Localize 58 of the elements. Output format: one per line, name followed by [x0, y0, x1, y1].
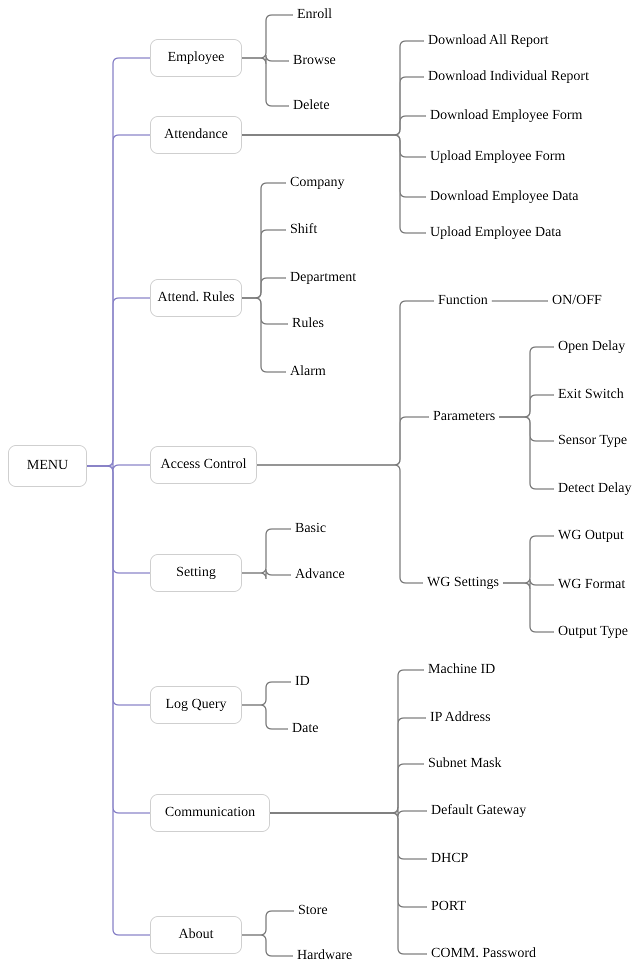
- category-box: Attendance: [150, 116, 242, 154]
- menu-item-text: Function: [438, 292, 488, 310]
- menu-item-text: Sensor Type: [558, 432, 628, 450]
- root-box: MENU: [8, 445, 87, 487]
- menu-item-text: Upload Employee Data: [430, 224, 562, 242]
- menu-item-text: Store: [298, 902, 328, 920]
- menu-item-text: Download All Report: [428, 32, 549, 50]
- menu-item-text: Alarm: [290, 363, 326, 381]
- menu-item-text: Enroll: [297, 6, 332, 24]
- menu-item-text: Subnet Mask: [428, 755, 502, 773]
- category-box: Setting: [150, 554, 242, 592]
- menu-item-text: ON/OFF: [552, 292, 602, 310]
- connector-line: [257, 464, 423, 584]
- menu-item-text: Default Gateway: [431, 802, 526, 820]
- menu-item-text: Delete: [293, 97, 330, 115]
- connector-line: [492, 300, 548, 302]
- menu-item-text: Parameters: [433, 408, 496, 426]
- connector-line: [502, 582, 554, 633]
- menu-item-text: Download Individual Report: [428, 68, 589, 86]
- menu-item-text: Company: [290, 174, 344, 192]
- menu-item-text: Advance: [295, 566, 345, 584]
- menu-item-text: Download Employee Form: [430, 107, 582, 125]
- menu-item-text: PORT: [431, 898, 466, 916]
- category-box: Employee: [150, 39, 242, 77]
- connector-line: [242, 134, 426, 234]
- menu-item-text: Upload Employee Form: [430, 148, 566, 166]
- connector-line: [270, 812, 427, 955]
- category-box: Attend. Rules: [150, 279, 242, 317]
- menu-item-text: Machine ID: [428, 661, 496, 679]
- menu-item-text: Detect Delay: [558, 480, 632, 498]
- menu-item-text: Shift: [290, 221, 318, 239]
- connector-line: [499, 416, 554, 490]
- category-box: Log Query: [150, 686, 242, 724]
- menu-item-text: Department: [290, 269, 356, 287]
- menu-item-text: WG Format: [558, 576, 626, 594]
- menu-item-text: Download Employee Data: [430, 188, 579, 206]
- menu-item-text: IP Address: [430, 709, 491, 727]
- menu-item-text: WG Settings: [427, 574, 499, 592]
- menu-item-text: Output Type: [558, 623, 628, 641]
- menu-item-text: Date: [292, 720, 318, 738]
- menu-item-text: Open Delay: [558, 338, 626, 356]
- menu-item-text: Rules: [292, 315, 324, 333]
- menu-item-text: Hardware: [297, 947, 352, 965]
- menu-item-text: Basic: [295, 520, 326, 538]
- menu-item-text: WG Output: [558, 527, 624, 545]
- menu-item-text: ID: [295, 673, 310, 691]
- menu-item-text: Exit Switch: [558, 386, 624, 404]
- menu-item-text: Browse: [293, 52, 336, 70]
- connector-line: [242, 934, 293, 957]
- connector-line: [242, 297, 286, 373]
- connector-line: [242, 704, 288, 730]
- category-box: Communication: [150, 794, 270, 832]
- connector-line: [242, 57, 289, 107]
- category-box: Access Control: [150, 446, 257, 484]
- category-box: About: [150, 916, 242, 954]
- connector-line: [242, 568, 291, 580]
- menu-item-text: DHCP: [431, 850, 468, 868]
- menu-item-text: COMM. Password: [431, 945, 536, 963]
